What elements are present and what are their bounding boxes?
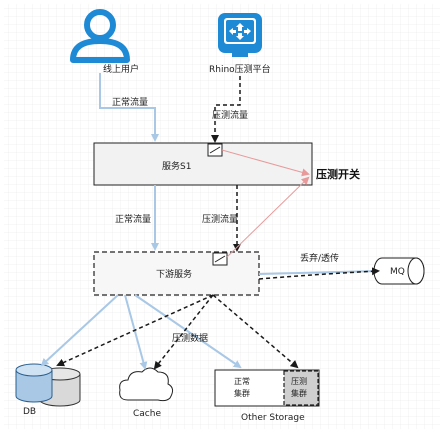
edge-downstream-to-db-normal [40,294,119,367]
edge-downstream-to-storage-test [212,294,299,369]
rhino-label: Rhino压测平台 [209,63,271,75]
edge-downstream-to-db-test [56,294,214,367]
test-cluster-line1: 压测 [291,377,307,386]
edge-user-to-s1 [99,73,159,142]
rhino-platform-icon [218,13,262,57]
edge-s1-to-downstream-normal-label: 正常流量 [115,213,151,225]
edge-rhino-to-s1-label: 压测流量 [212,109,248,121]
edge-downstream-to-storage-label: 压测数据 [172,332,208,344]
edge-downstream-switch-to-test-switch [226,176,310,258]
switch-icon-downstream [212,252,228,266]
service-s1-box [93,142,313,186]
edge-user-to-s1-label: 正常流量 [112,96,148,108]
cache-label: Cache [133,409,161,419]
test-switch-label: 压测开关 [316,167,360,181]
normal-cluster-line1: 正常 [234,377,250,386]
normal-cluster-line2: 集群 [234,388,250,398]
edge-downstream-to-storage-normal [134,294,242,369]
edge-rhino-to-s1 [211,76,241,143]
mq-queue-icon [373,257,425,285]
switch-icon-s1 [207,143,223,157]
test-cluster-box [283,370,319,406]
edge-s1-to-downstream-test-label: 压测流量 [202,213,238,225]
downstream-service-box [93,251,260,296]
edge-downstream-to-mq-test [258,267,380,280]
user-icon [70,9,130,63]
mq-label: MQ [390,267,405,277]
edge-downstream-to-cache-test [153,294,214,370]
grid-background [4,4,440,429]
test-cluster-line2: 集群 [291,388,307,398]
user-label: 线上用户 [103,63,139,75]
edge-downstream-to-cache-normal [124,294,148,370]
db-label: DB [23,407,36,417]
edge-downstream-to-mq-label: 丢弃/透传 [300,252,339,264]
edge-s1-switch-to-test-switch [221,149,310,177]
cache-cloud-icon [119,367,174,402]
service-s1-label: 服务S1 [162,160,191,172]
downstream-service-label: 下游服务 [156,268,192,280]
other-storage-label: Other Storage [241,413,305,423]
database-icon [15,363,81,407]
